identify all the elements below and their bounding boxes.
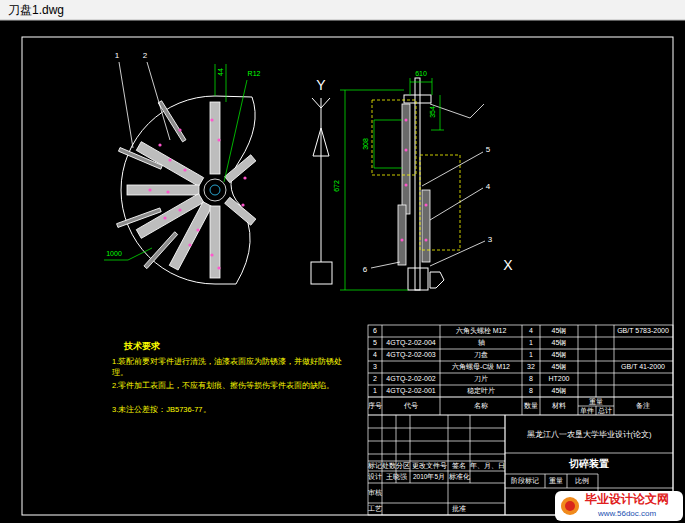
table-cell: HT200 <box>548 375 569 383</box>
title-block-text: 年、月、日 <box>470 462 505 469</box>
watermark-text: www.56doc.com <box>598 510 656 519</box>
table-cell: 45钢 <box>552 327 567 335</box>
axis-letter: Y <box>316 78 325 93</box>
title-block-text: 黑龙江八一农垦大学毕业设计(论文) <box>527 431 652 439</box>
title-block-text: 王晓强 <box>386 473 407 480</box>
table-cell: 1 <box>529 351 533 359</box>
title-block-text: 审核 <box>368 489 382 496</box>
title-block-text: 阶段标记 <box>511 477 539 484</box>
table-cell: 4 <box>529 327 533 335</box>
table-header: 总计 <box>598 407 612 415</box>
table-cell: 8 <box>529 387 533 395</box>
window-title: 刀盘1.dwg <box>8 4 64 17</box>
title-block <box>368 325 673 515</box>
watermark <box>555 491 683 521</box>
table-cell: 刀片 <box>474 375 488 383</box>
table-cell: 1 <box>529 339 533 347</box>
table-header: 名称 <box>474 402 488 410</box>
title-block-text: 切碎装置 <box>569 458 609 469</box>
table-cell: 45钢 <box>552 387 567 395</box>
table-cell: GB/T 41-2000 <box>621 363 665 371</box>
title-block-text: 重量 <box>549 477 563 484</box>
table-cell: 32 <box>527 363 535 371</box>
table-cell: 4GTQ-2-02-001 <box>386 387 435 395</box>
table-cell: 5 <box>373 339 377 347</box>
callout-number: 6 <box>363 266 367 275</box>
note-heading: 技术要求 <box>124 342 160 352</box>
dimension-text: 44 <box>217 68 225 76</box>
table-cell: 六角螺母-C级 M12 <box>452 363 510 371</box>
title-block-text: 设计 <box>368 473 382 480</box>
table-header: 重量 <box>589 398 603 406</box>
axis-symbol <box>311 98 332 284</box>
title-block-text: 签名 <box>452 462 466 469</box>
table-header: 单件 <box>580 407 594 415</box>
table-cell: 4GTQ-2-02-002 <box>386 375 435 383</box>
title-block-text: 处数 <box>382 462 396 469</box>
table-cell: 45钢 <box>552 363 567 371</box>
dimension-text: 610 <box>415 70 427 78</box>
table-cell: 六角头螺栓 M12 <box>456 327 507 335</box>
callout-number: 1 <box>115 52 119 61</box>
sheet-frame <box>22 37 673 515</box>
dimension-text: 672 <box>333 180 341 192</box>
dimension-text: 354 <box>429 106 437 118</box>
watermark-text: 毕业设计论文网 <box>585 493 669 506</box>
table-cell: 4GTQ-2-02-003 <box>386 351 435 359</box>
callout-number: 5 <box>486 146 490 155</box>
table-cell: GB/T 5783-2000 <box>617 327 669 335</box>
title-block-text: 批准 <box>452 505 466 512</box>
table-header: 备注 <box>636 402 650 410</box>
axis-letter: X <box>503 258 512 273</box>
table-cell: 2 <box>373 375 377 383</box>
table-header: 数量 <box>524 402 538 410</box>
table-cell: 稳定叶片 <box>467 387 495 395</box>
note-text: 3.未注公差按：JB5736-77。 <box>112 405 352 416</box>
table-cell: 刀盘 <box>474 351 488 359</box>
title-block-text: 工艺 <box>368 505 382 512</box>
dimension-text: R12 <box>248 70 261 78</box>
dimension-text: 1000 <box>106 250 122 258</box>
side-view <box>340 78 485 290</box>
title-block-text: 分区 <box>396 462 410 469</box>
dimension-text: 308 <box>362 138 370 150</box>
title-block-text: 2010年5月 <box>413 473 445 480</box>
cutter-disc <box>104 62 256 284</box>
title-bar-edge <box>0 20 685 21</box>
note-text: 2.零件加工表面上，不应有划痕、擦伤等损伤零件表面的缺陷。 <box>112 381 352 392</box>
table-cell: 4 <box>373 351 377 359</box>
table-cell: 1 <box>373 387 377 395</box>
title-block-text: 标准化 <box>449 473 470 480</box>
note-text: 1.装配前要对零件进行清洗，油漆表面应为防锈漆，并做好防锈处理。 <box>112 357 352 379</box>
title-block-text: 更改文件号 <box>412 462 447 469</box>
title-block-text: 标记 <box>368 462 382 469</box>
title-bar <box>0 0 685 20</box>
title-block-text: 比例 <box>575 477 589 484</box>
table-cell: 8 <box>529 375 533 383</box>
table-cell: 轴 <box>478 339 485 347</box>
callout-number: 2 <box>143 52 147 61</box>
table-cell: 3 <box>373 363 377 371</box>
table-cell: 45钢 <box>552 339 567 347</box>
callout-number: 3 <box>488 236 492 245</box>
table-cell: 4GTQ-2-02-004 <box>386 339 435 347</box>
callout-number: 4 <box>486 183 490 192</box>
table-header: 材料 <box>552 402 566 410</box>
table-header: 序号 <box>368 402 382 410</box>
table-cell: 45钢 <box>552 351 567 359</box>
table-cell: 6 <box>373 327 377 335</box>
table-header: 代号 <box>404 402 418 410</box>
